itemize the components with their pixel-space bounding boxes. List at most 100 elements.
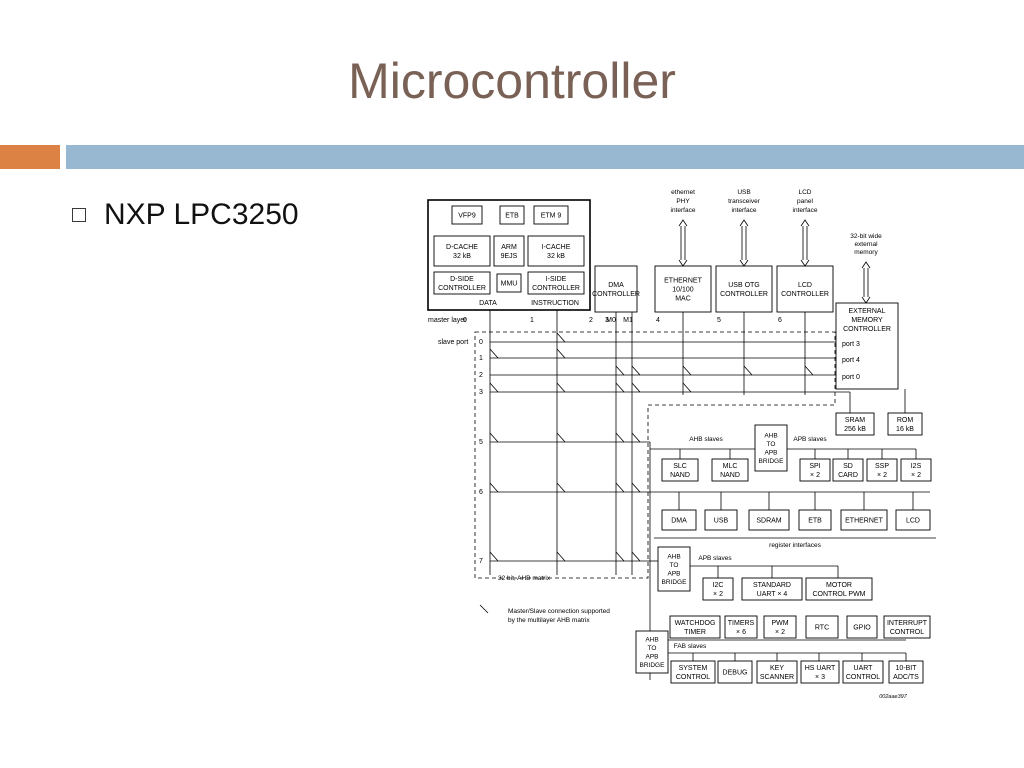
master-number: 4 xyxy=(656,317,660,324)
ahb-to-apb-bridge-2-label: TO xyxy=(670,562,679,569)
ahb-to-apb-bridge-1-label: TO xyxy=(767,441,776,448)
bus-arrow xyxy=(678,219,688,267)
slave-number: 6 xyxy=(479,489,483,496)
usb-otg-controller-box xyxy=(715,265,773,313)
dcache-box xyxy=(433,235,491,267)
etm9-box xyxy=(533,205,569,225)
register-interface-lcd xyxy=(895,509,931,531)
ahb-to-apb-bridge-3-label: APB xyxy=(645,654,658,661)
lcd-controller-box-label: LCD xyxy=(798,282,812,289)
system-control-box-label: CONTROL xyxy=(676,674,710,681)
i2s-box-label: I2S xyxy=(911,463,922,470)
register-interface-ethernet-label: ETHERNET xyxy=(845,517,883,524)
slc-nand-box-label: SLC xyxy=(673,463,687,470)
key-scanner-box-label: KEY xyxy=(770,665,784,672)
watchdog-timer-box xyxy=(669,615,721,639)
i2c-box-label: × 2 xyxy=(713,591,723,598)
instruction-label: INSTRUCTION xyxy=(531,300,579,307)
motor-control-pwm-box-label: CONTROL PWM xyxy=(812,591,865,598)
register-interface-usb-label: USB xyxy=(714,517,729,524)
motor-control-pwm-box xyxy=(805,577,873,601)
external-memory-label: 32-bit wide xyxy=(850,233,882,240)
m0-label: M0 xyxy=(606,317,616,324)
ssp-box-label: SSP xyxy=(875,463,889,470)
external-memory-controller-box xyxy=(835,302,899,390)
icache-box-label: I-CACHE xyxy=(542,244,571,251)
emc-port-label: port 4 xyxy=(842,357,860,364)
master-number: 5 xyxy=(717,317,721,324)
ahb-to-apb-bridge-2-label: AHB xyxy=(667,554,680,561)
slave-number: 2 xyxy=(479,372,483,379)
sd-card-box-label: SD xyxy=(843,463,853,470)
emc-label: MEMORY xyxy=(851,317,883,324)
ahb-to-apb-bridge-3-label: BRIDGE xyxy=(640,662,666,669)
register-interfaces-label: register interfaces xyxy=(769,542,821,549)
matrix-label: 32 bit, AHB matrix xyxy=(498,575,551,582)
ahb-to-apb-bridge-1-label: APB xyxy=(764,450,777,457)
register-interface-sdram xyxy=(748,509,790,531)
accent-bar-blue xyxy=(66,145,1024,169)
uart-control-box-label: UART xyxy=(854,665,874,672)
rom-box xyxy=(887,412,923,436)
bullet-text: NXP LPC3250 xyxy=(104,198,299,231)
i2s-box-label: × 2 xyxy=(911,472,921,479)
m1-label: M1 xyxy=(623,317,633,324)
standard-uart-box-label: UART × 4 xyxy=(757,591,788,598)
sram-box-label: 256 kB xyxy=(844,426,866,433)
motor-control-pwm-box-label: MOTOR xyxy=(826,582,852,589)
lcd-panel-interface-label: interface xyxy=(793,207,818,214)
mlc-nand-box-label: NAND xyxy=(720,472,740,479)
ahb-slaves-label: AHB slaves xyxy=(689,436,723,443)
apb-slaves-label-1: APB slaves xyxy=(793,436,827,443)
vfp9-box xyxy=(451,205,483,225)
usb-otg-controller-box-label: USB OTG xyxy=(728,282,760,289)
pwm-box xyxy=(763,615,797,639)
uart-control-box-label: CONTROL xyxy=(846,674,880,681)
etb-box xyxy=(499,205,525,225)
ahb-to-apb-bridge-1-label: AHB xyxy=(764,433,777,440)
ahb-to-apb-bridge-1 xyxy=(754,424,788,472)
register-interface-dma xyxy=(661,509,697,531)
interrupt-control-box-label: CONTROL xyxy=(890,629,924,636)
dcache-box-label: 32 kB xyxy=(453,253,471,260)
hs-uart-box-label: × 3 xyxy=(815,674,825,681)
master-number: 1 xyxy=(530,317,534,324)
i2c-box-label: I2C xyxy=(713,582,724,589)
mmu-box-label: MMU xyxy=(501,280,518,287)
register-interface-etb xyxy=(798,509,832,531)
mmu-box xyxy=(496,273,522,293)
master-layer-label: master layer xyxy=(428,317,467,324)
key-scanner-box-label: SCANNER xyxy=(760,674,794,681)
dma-controller-box-label: DMA xyxy=(608,282,624,289)
usb-transceiver-interface-label: interface xyxy=(732,207,757,214)
usb-transceiver-interface-label: USB xyxy=(737,189,750,196)
slc-nand-box-label: NAND xyxy=(670,472,690,479)
slide-title: Microcontroller xyxy=(348,53,676,109)
bus-arrow xyxy=(861,261,871,304)
iside-controller-box xyxy=(527,271,585,295)
adc-ts-box xyxy=(888,660,924,684)
key-scanner-box xyxy=(756,660,798,684)
slave-number: 1 xyxy=(479,355,483,362)
usb-transceiver-interface-label: transceiver xyxy=(728,198,761,205)
apb-slaves-label-2: APB slaves xyxy=(698,555,732,562)
i2s-box xyxy=(900,458,932,482)
iside-controller-box-label: I-SIDE xyxy=(546,276,567,283)
lcd-panel-interface-label: panel xyxy=(797,198,813,205)
bus-arrow xyxy=(739,219,749,267)
register-interface-dma-label: DMA xyxy=(671,517,687,524)
dma-controller-box-label: CONTROLLER xyxy=(592,291,640,298)
vfp9-box-label: VFP9 xyxy=(458,212,476,219)
external-memory-label: memory xyxy=(854,249,878,256)
fab-slaves-label: FAB slaves xyxy=(674,643,707,650)
sd-card-box-label: CARD xyxy=(838,472,858,479)
master-number: 3 xyxy=(605,317,609,324)
ethernet-phy-interface-label: interface xyxy=(671,207,696,214)
legend-line-1: Master/Slave connection supported xyxy=(508,608,610,615)
icache-box xyxy=(527,235,585,267)
ahb-to-apb-bridge-3 xyxy=(635,630,669,674)
ethernet-phy-interface-label: PHY xyxy=(676,198,690,205)
square-bullet-icon xyxy=(72,208,86,222)
lcd-panel-interface-label: LCD xyxy=(798,189,811,196)
interrupt-control-box xyxy=(883,615,931,639)
